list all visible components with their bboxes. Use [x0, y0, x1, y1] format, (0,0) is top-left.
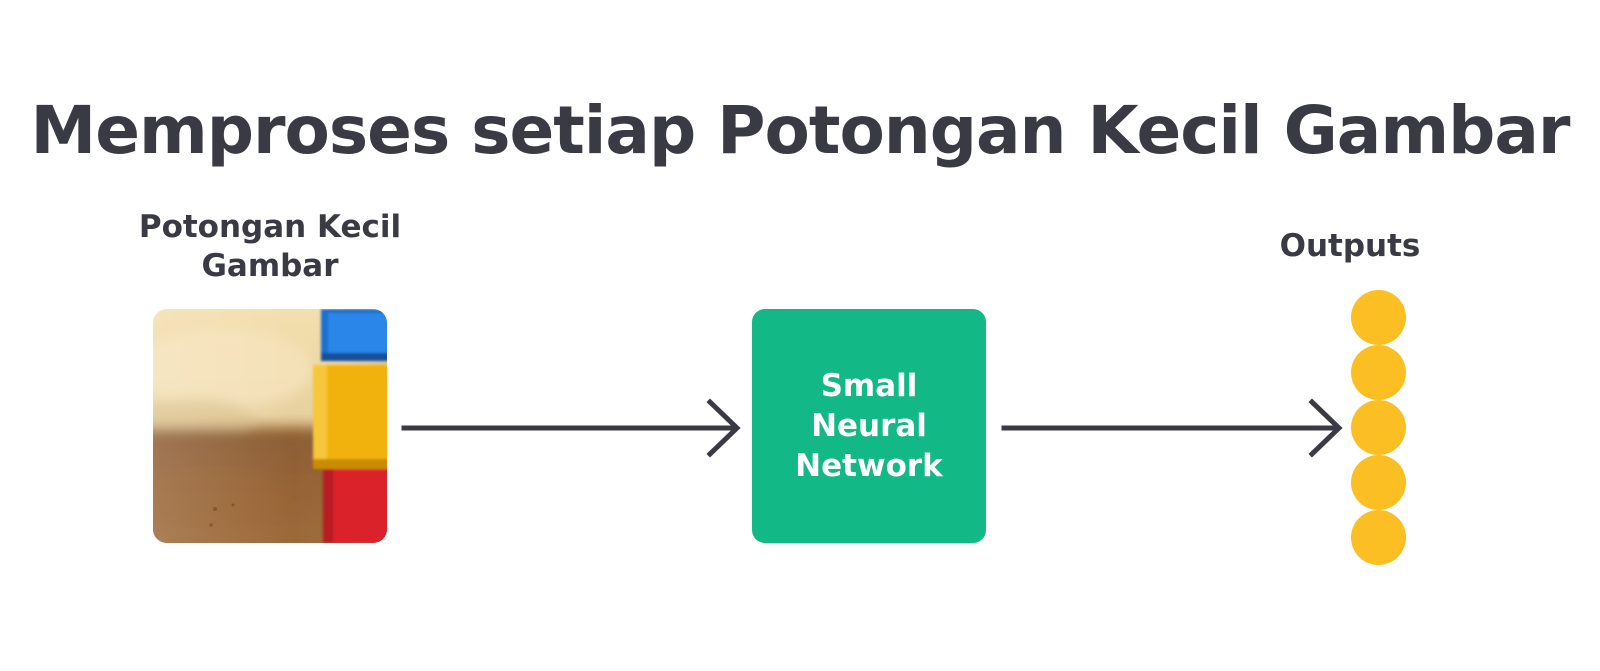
right-arrow-icon	[401, 398, 741, 458]
input-patch-label-line2: Gambar	[201, 248, 339, 284]
output-node	[1351, 290, 1406, 345]
outputs-label: Outputs	[1279, 228, 1421, 264]
small-neural-network-box: Small Neural Network	[752, 309, 986, 543]
input-patch-label-line1: Potongan Kecil	[138, 209, 402, 245]
toy-blocks-photo	[153, 309, 387, 543]
output-node	[1351, 345, 1406, 400]
output-node	[1351, 400, 1406, 455]
network-label-line3: Network	[795, 448, 943, 484]
output-node	[1351, 455, 1406, 510]
output-node	[1351, 510, 1406, 565]
page-title: Memproses setiap Potongan Kecil Gambar	[30, 92, 1571, 169]
input-patch-label: Potongan Kecil Gambar	[130, 208, 410, 286]
network-label-line2: Neural	[811, 408, 927, 444]
right-arrow-icon	[1001, 398, 1343, 458]
network-label-line1: Small	[820, 368, 918, 404]
input-image-patch	[153, 309, 387, 543]
